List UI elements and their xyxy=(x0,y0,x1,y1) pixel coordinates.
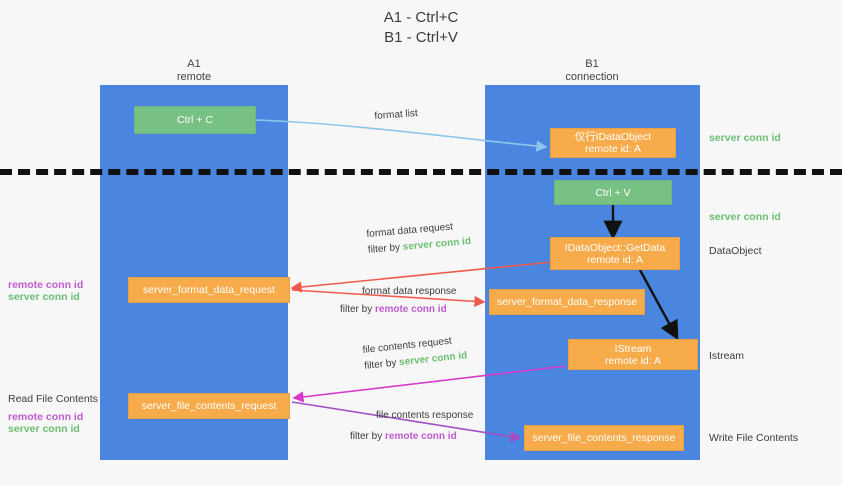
label-format-data-response: format data response filter by remote co… xyxy=(340,285,457,316)
right-label-server-conn-id-top: server conn id xyxy=(709,132,781,144)
label-file-contents-request: file contents request filter by server c… xyxy=(362,333,468,373)
left-label-remote-conn-id-2: remote conn id xyxy=(8,411,84,423)
box-ctrl-c[interactable]: Ctrl + C xyxy=(134,106,256,134)
box-istream-line2: remote id: A xyxy=(604,354,662,367)
box-getdata[interactable]: IDataObject::GetData remote id: A xyxy=(550,237,680,270)
label-file-contents-response-text: file contents response xyxy=(376,410,474,421)
box-ctrl-c-label: Ctrl + C xyxy=(177,114,213,126)
box-server-format-data-request-label: server_format_data_request xyxy=(143,284,275,296)
box-getdata-line2: remote id: A xyxy=(586,253,644,266)
lane-a1-name: A1 xyxy=(187,58,201,70)
label-fcreq-filter-prefix: filter by xyxy=(363,357,400,372)
box-istream[interactable]: IStream remote id: A xyxy=(568,339,698,370)
box-server-file-contents-request-label: server_file_contents_request xyxy=(141,400,277,412)
box-idataobject-line2: remote id: A xyxy=(584,143,642,155)
left-label-remote-conn-id-1: remote conn id xyxy=(8,279,84,291)
lane-header-b1: B1 connection xyxy=(532,58,652,84)
lane-b1-name: B1 xyxy=(585,58,599,70)
dashed-divider xyxy=(0,169,842,175)
box-getdata-line1: IDataObject::GetData xyxy=(564,241,666,254)
lane-a1-sub: remote xyxy=(176,71,212,83)
label-format-data-request: format data request filter by server con… xyxy=(366,219,472,257)
box-server-file-contents-response[interactable]: server_file_contents_response xyxy=(524,425,684,451)
box-server-file-contents-response-label: server_file_contents_response xyxy=(532,432,676,444)
label-fcres-filter-prefix: filter by xyxy=(350,431,386,442)
box-server-file-contents-request[interactable]: server_file_contents_request xyxy=(128,393,290,419)
box-istream-line1: IStream xyxy=(614,342,652,355)
label-fdres-filter-prefix: filter by xyxy=(340,304,376,315)
title-line-1: A1 - Ctrl+C xyxy=(383,9,459,26)
lane-header-a1: A1 remote xyxy=(134,58,254,84)
right-label-dataobject: DataObject xyxy=(709,245,762,257)
box-ctrl-v-label: Ctrl + V xyxy=(595,186,631,199)
label-fdreq-filter-value: server conn id xyxy=(402,235,472,253)
box-server-format-data-request[interactable]: server_format_data_request xyxy=(128,277,290,303)
right-label-server-conn-id-mid: server conn id xyxy=(709,211,781,223)
label-format-list: format list xyxy=(374,107,418,123)
page-title: A1 - Ctrl+C B1 - Ctrl+V xyxy=(0,8,842,48)
left-label-server-conn-id-1: server conn id xyxy=(8,291,80,303)
box-ctrl-v[interactable]: Ctrl + V xyxy=(554,180,672,205)
box-idataobject-line1: 仅行IDataObject xyxy=(574,131,652,143)
box-server-format-data-response[interactable]: server_format_data_response xyxy=(489,289,645,315)
right-label-write-file-contents: Write File Contents xyxy=(709,432,799,444)
label-format-list-text: format list xyxy=(374,107,419,122)
box-server-format-data-response-label: server_format_data_response xyxy=(496,296,638,308)
right-label-istream: Istream xyxy=(709,350,745,362)
label-fcres-filter-value: remote conn id xyxy=(385,431,457,442)
label-format-data-response-text: format data response xyxy=(362,286,457,297)
box-idataobject[interactable]: 仅行IDataObject remote id: A xyxy=(550,128,676,158)
label-fdreq-filter-prefix: filter by xyxy=(367,241,404,256)
label-file-contents-response: file contents response filter by remote … xyxy=(350,409,474,443)
title-line-2: B1 - Ctrl+V xyxy=(384,29,458,46)
lane-b1-sub: connection xyxy=(565,71,619,83)
label-fdres-filter-value: remote conn id xyxy=(375,304,447,315)
left-label-server-conn-id-2: server conn id xyxy=(8,423,80,435)
label-fcreq-filter-value: server conn id xyxy=(398,350,468,369)
left-label-read-file-contents: Read File Contents xyxy=(8,393,98,405)
